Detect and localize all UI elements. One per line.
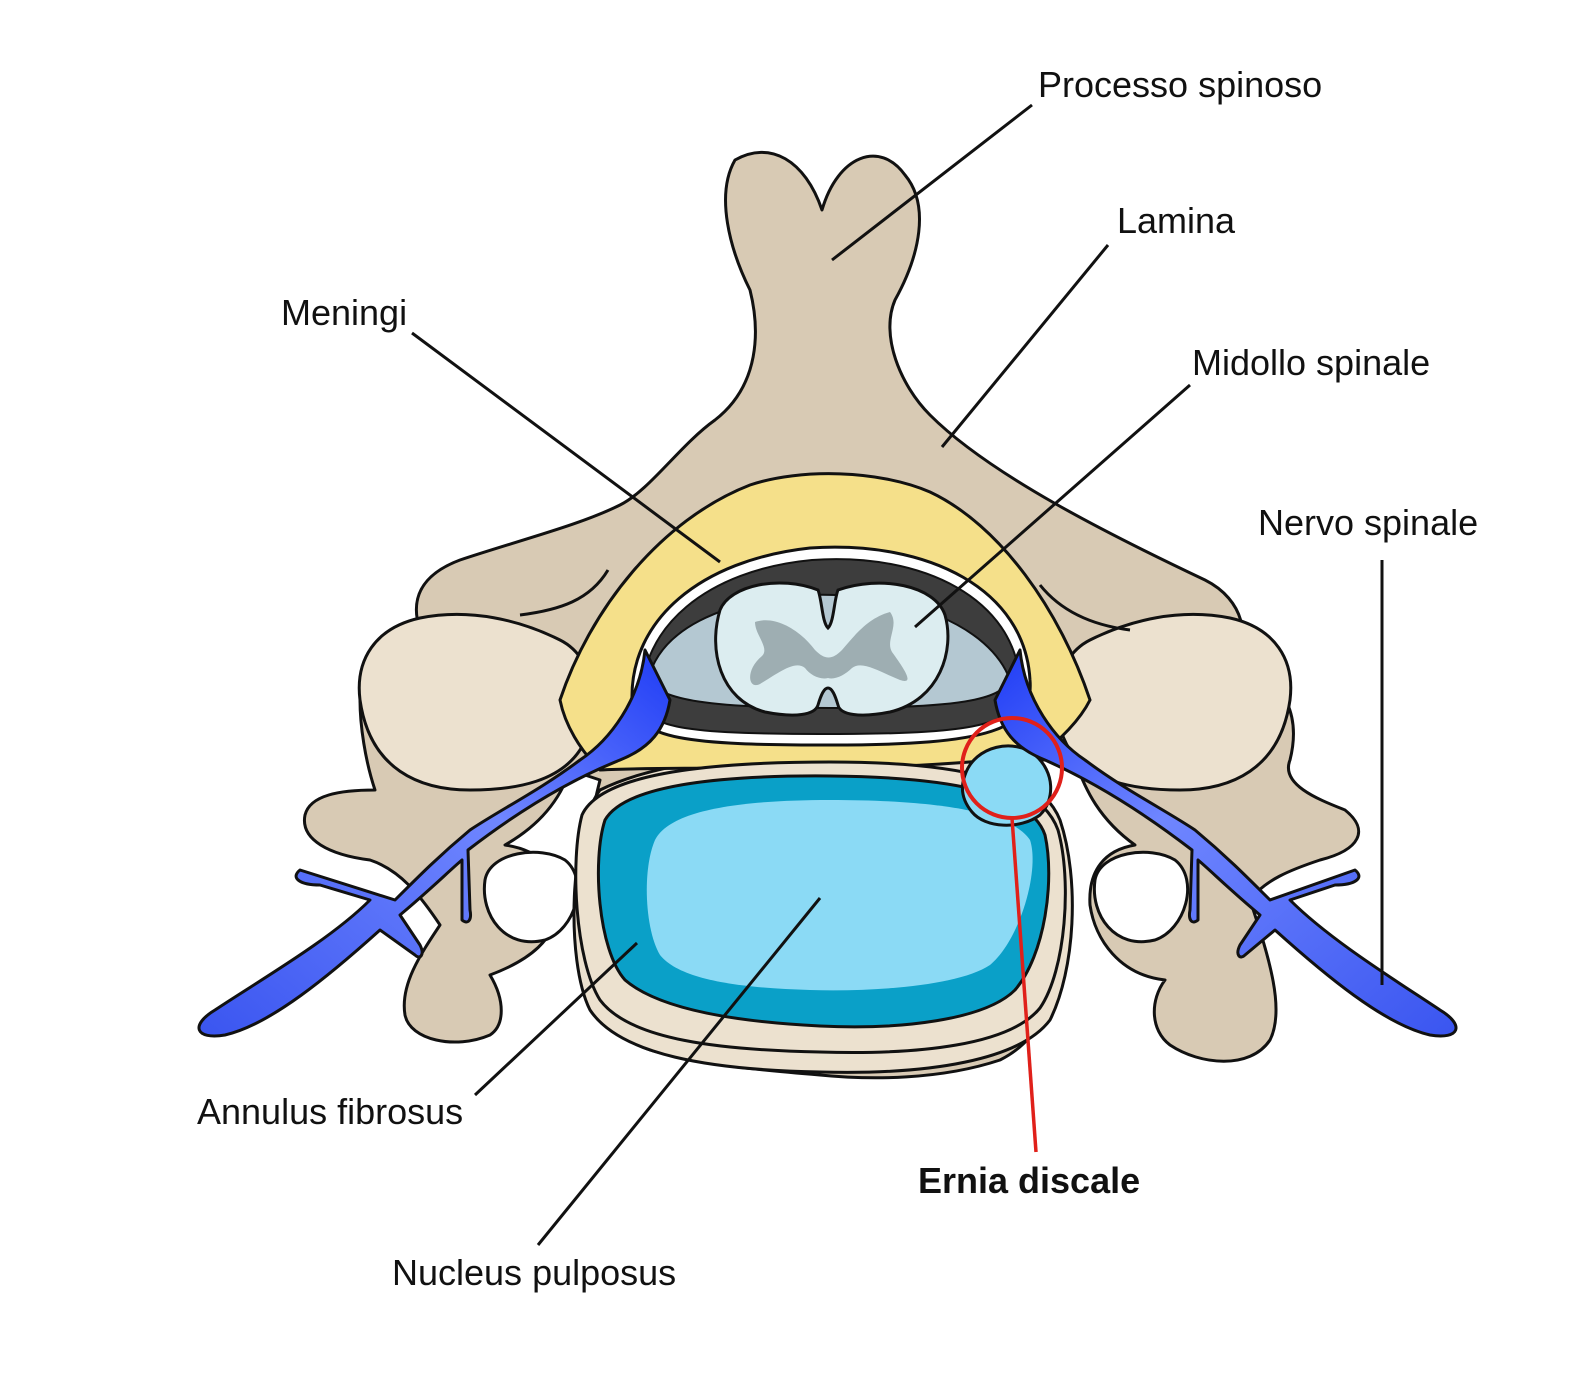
label-midollo-spinale: Midollo spinale (1192, 342, 1430, 383)
leader-midollo-spinale (914, 383, 1191, 629)
left-lamina-crease (519, 569, 610, 617)
left-spinal-nerve (197, 648, 672, 1038)
label-processo-spinoso: Processo spinoso (1038, 64, 1322, 105)
label-nervo-spinale: Nervo spinale (1258, 502, 1478, 543)
left-articular-process (357, 612, 595, 792)
herniated-disc-bulge (960, 744, 1053, 827)
right-lamina-crease (1038, 584, 1131, 632)
leader-ernia-discale (1010, 817, 1038, 1153)
label-meningi: Meningi (281, 292, 407, 333)
left-transverse-foramen (482, 850, 580, 944)
leader-meningi (411, 331, 721, 564)
leader-lamina (940, 244, 1110, 448)
leader-processo-spinoso (831, 103, 1033, 262)
label-ernia-discale: Ernia discale (918, 1160, 1140, 1201)
spinal-cord-grey-matter (750, 612, 908, 686)
label-annulus-fibrosus: Annulus fibrosus (197, 1091, 463, 1132)
leader-annulus-fibrosus (473, 941, 639, 1097)
nucleus-pulposus-inner (646, 800, 1033, 991)
label-nucleus-pulposus: Nucleus pulposus (392, 1252, 676, 1293)
leader-nucleus-pulposus (536, 897, 822, 1246)
label-lamina: Lamina (1117, 200, 1236, 241)
right-transverse-foramen (1092, 850, 1190, 944)
right-spinal-nerve (993, 648, 1458, 1038)
